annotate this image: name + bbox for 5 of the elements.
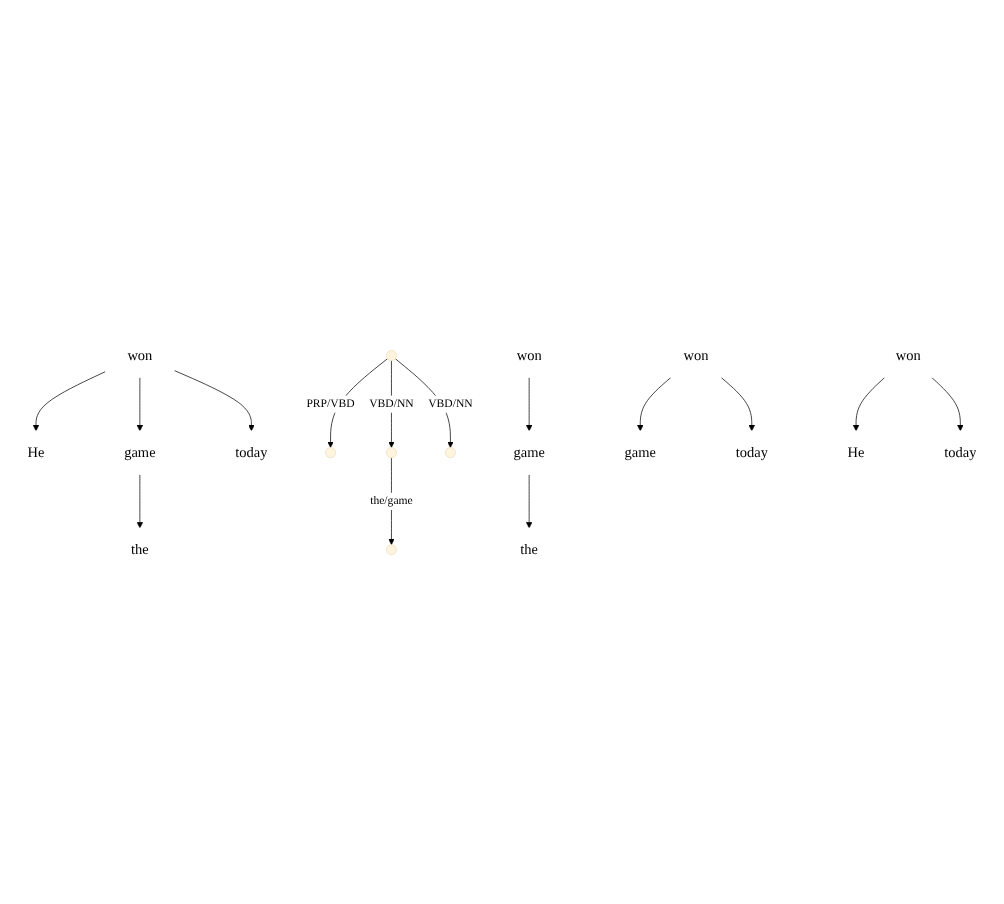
node-point: [444, 446, 456, 458]
node-point: [386, 446, 397, 458]
node-point: [386, 349, 397, 361]
node-point: [386, 543, 397, 555]
node-point: [325, 446, 336, 458]
